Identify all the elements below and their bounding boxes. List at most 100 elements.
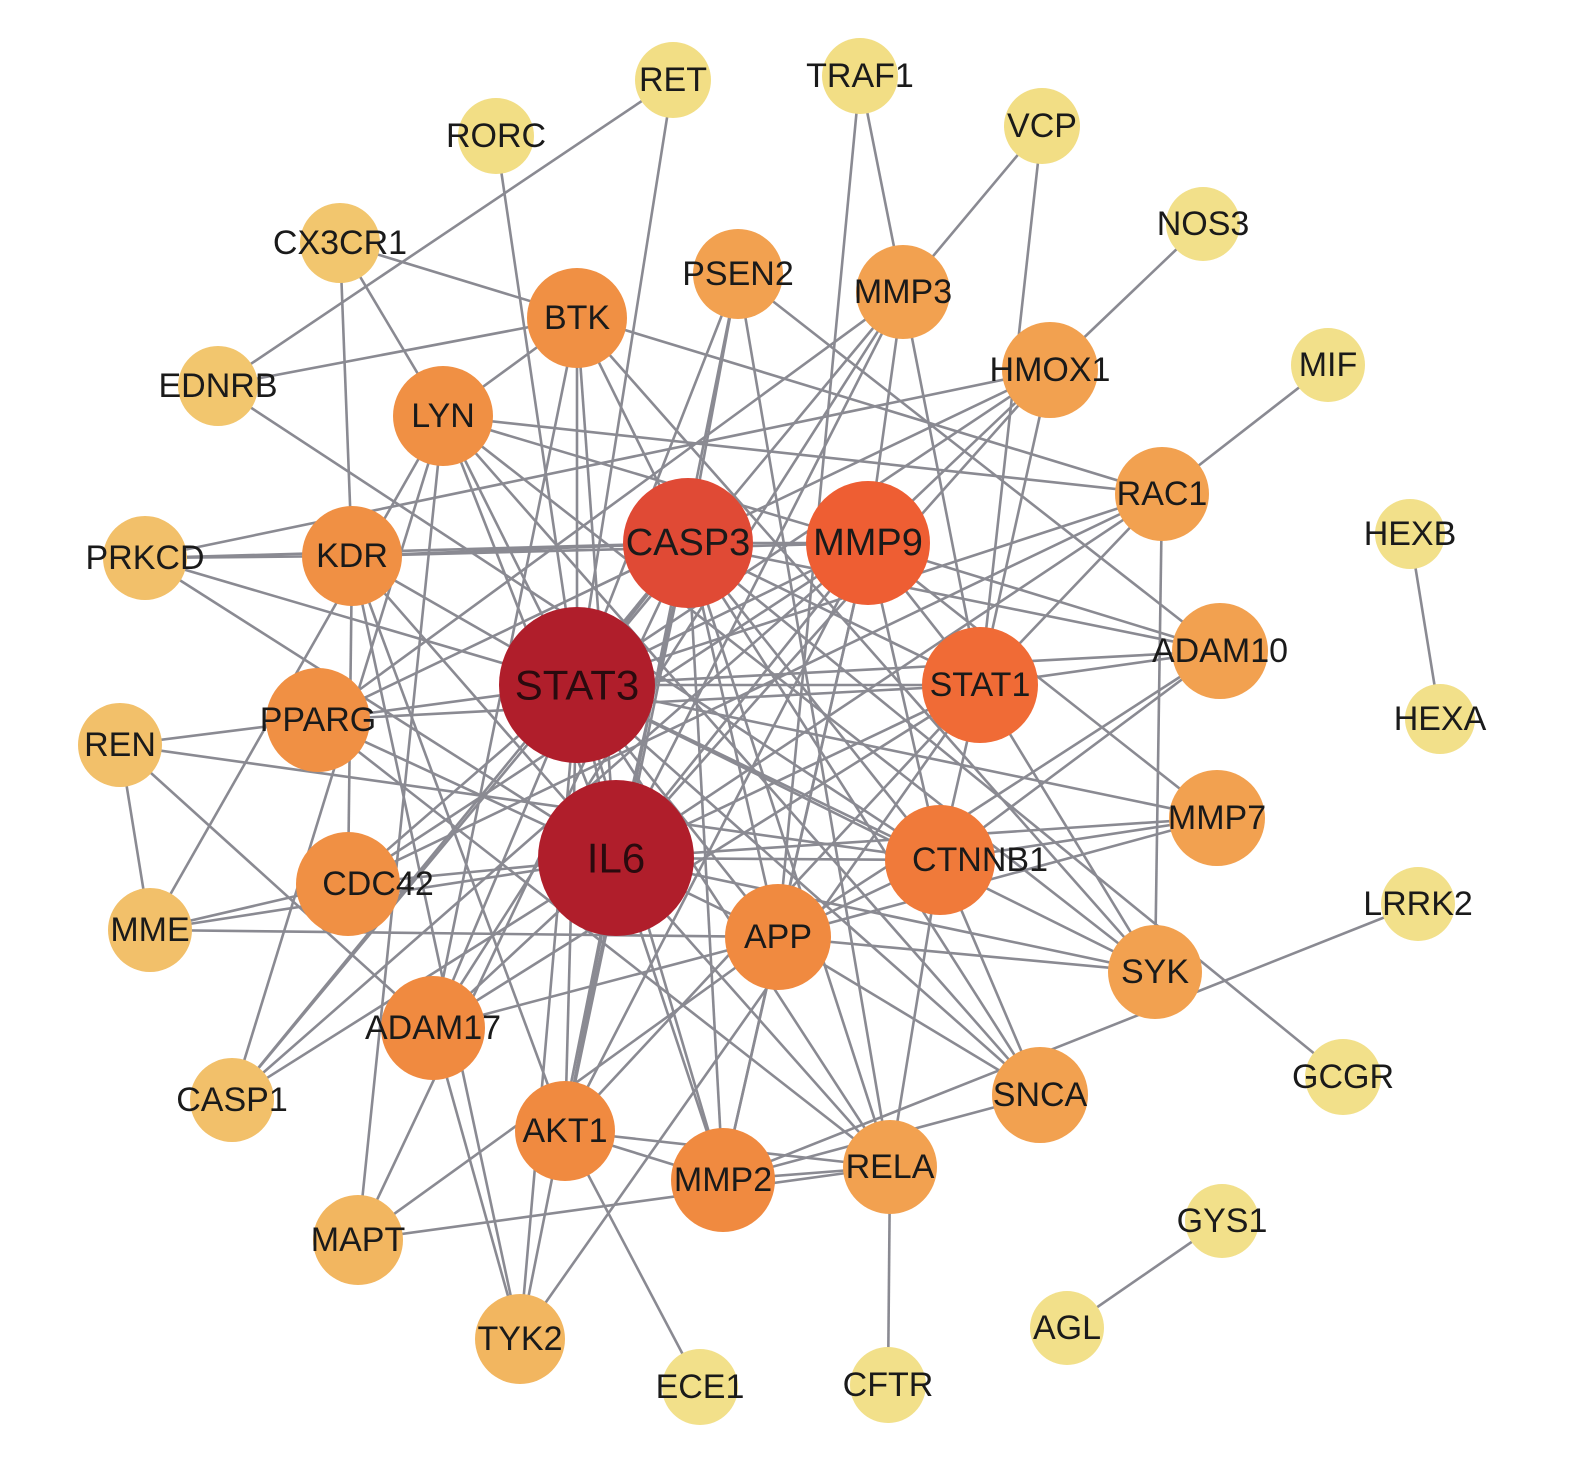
node-hexa[interactable]: HEXA [1394,684,1487,754]
node-lrrk2[interactable]: LRRK2 [1363,867,1473,941]
node-ren[interactable]: REN [78,703,162,787]
node-mif[interactable]: MIF [1291,328,1365,402]
node-kdr[interactable]: KDR [302,506,402,606]
node-circle[interactable] [850,1347,926,1423]
node-ednrb[interactable]: EDNRB [158,346,278,426]
node-ctnnb1[interactable]: CTNNB1 [885,805,1048,915]
node-circle[interactable] [1166,187,1240,261]
node-il6[interactable]: IL6 [538,780,694,936]
node-circle[interactable] [1405,684,1475,754]
node-label: HMOX1 [990,351,1111,389]
node-hmox1[interactable]: HMOX1 [990,322,1111,418]
node-circle[interactable] [693,229,783,319]
node-circle[interactable] [922,627,1038,743]
node-rorc[interactable]: RORC [446,98,546,174]
node-mmp3[interactable]: MMP3 [854,245,952,339]
node-circle[interactable] [1375,499,1445,569]
edge-snca-lyn [442,415,1041,1096]
node-circle[interactable] [1381,867,1455,941]
node-pparg[interactable]: PPARG [260,668,377,772]
node-gcgr[interactable]: GCGR [1292,1039,1394,1115]
node-circle[interactable] [313,1195,403,1285]
node-mmp2[interactable]: MMP2 [671,1128,775,1232]
node-circle[interactable] [108,888,192,972]
node-adam10[interactable]: ADAM10 [1152,603,1288,699]
node-circle[interactable] [1169,770,1265,866]
node-circle[interactable] [1108,925,1202,1019]
node-label: SNCA [993,1076,1088,1114]
node-circle[interactable] [806,481,930,605]
node-circle[interactable] [475,1294,565,1384]
node-stat3[interactable]: STAT3 [499,607,655,763]
node-adam17[interactable]: ADAM17 [365,976,501,1080]
node-prkcd[interactable]: PRKCD [85,516,205,600]
node-circle[interactable] [1002,322,1098,418]
node-ece1[interactable]: ECE1 [656,1349,745,1425]
node-circle[interactable] [78,703,162,787]
node-mapt[interactable]: MAPT [311,1195,405,1285]
node-circle[interactable] [725,884,831,990]
node-circle[interactable] [296,832,400,936]
node-vcp[interactable]: VCP [1004,88,1080,164]
node-circle[interactable] [178,346,258,426]
node-circle[interactable] [1185,1184,1259,1258]
edge-pparg-rela [317,718,891,1169]
node-circle[interactable] [992,1047,1088,1143]
node-agl[interactable]: AGL [1030,1291,1104,1365]
node-cx3cr1[interactable]: CX3CR1 [273,203,407,283]
node-circle[interactable] [538,780,694,936]
node-circle[interactable] [1291,328,1365,402]
node-circle[interactable] [300,203,380,283]
node-circle[interactable] [822,38,898,114]
node-circle[interactable] [103,516,187,600]
node-cftr[interactable]: CFTR [843,1347,934,1423]
node-stat1[interactable]: STAT1 [922,627,1038,743]
node-circle[interactable] [1030,1291,1104,1365]
node-circle[interactable] [843,1120,937,1214]
node-circle[interactable] [1004,88,1080,164]
node-ret[interactable]: RET [635,42,711,118]
node-syk[interactable]: SYK [1108,925,1202,1019]
node-circle[interactable] [381,976,485,1080]
node-traf1[interactable]: TRAF1 [806,38,914,114]
edge-stat3-mmp3 [575,291,905,686]
node-circle[interactable] [662,1349,738,1425]
node-circle[interactable] [393,366,493,466]
node-circle[interactable] [1172,603,1268,699]
node-tyk2[interactable]: TYK2 [475,1294,565,1384]
node-circle[interactable] [1115,447,1209,541]
node-casp3[interactable]: CASP3 [623,478,753,608]
node-hexb[interactable]: HEXB [1364,499,1457,569]
node-circle[interactable] [190,1058,274,1142]
node-btk[interactable]: BTK [527,268,627,368]
node-cdc42[interactable]: CDC42 [296,832,434,936]
node-circle[interactable] [856,245,950,339]
node-snca[interactable]: SNCA [992,1047,1088,1143]
node-mme[interactable]: MME [108,888,192,972]
node-rac1[interactable]: RAC1 [1115,447,1209,541]
node-circle[interactable] [885,805,995,915]
node-lyn[interactable]: LYN [393,366,493,466]
node-rela[interactable]: RELA [843,1120,937,1214]
node-mmp7[interactable]: MMP7 [1168,770,1266,866]
node-circle[interactable] [302,506,402,606]
node-circle[interactable] [1305,1039,1381,1115]
node-app[interactable]: APP [725,884,831,990]
node-gys1[interactable]: GYS1 [1177,1184,1268,1258]
node-akt1[interactable]: AKT1 [515,1081,615,1181]
node-circle[interactable] [499,607,655,763]
node-circle[interactable] [266,668,370,772]
node-nos3[interactable]: NOS3 [1157,187,1250,261]
node-circle[interactable] [515,1081,615,1181]
node-casp1[interactable]: CASP1 [176,1058,288,1142]
node-label: ECE1 [656,1368,745,1406]
node-circle[interactable] [527,268,627,368]
node-circle[interactable] [671,1128,775,1232]
node-circle[interactable] [635,42,711,118]
node-psen2[interactable]: PSEN2 [682,229,794,319]
node-circle[interactable] [623,478,753,608]
node-mmp9[interactable]: MMP9 [806,481,930,605]
node-circle[interactable] [458,98,534,174]
node-label: CASP3 [626,522,751,564]
